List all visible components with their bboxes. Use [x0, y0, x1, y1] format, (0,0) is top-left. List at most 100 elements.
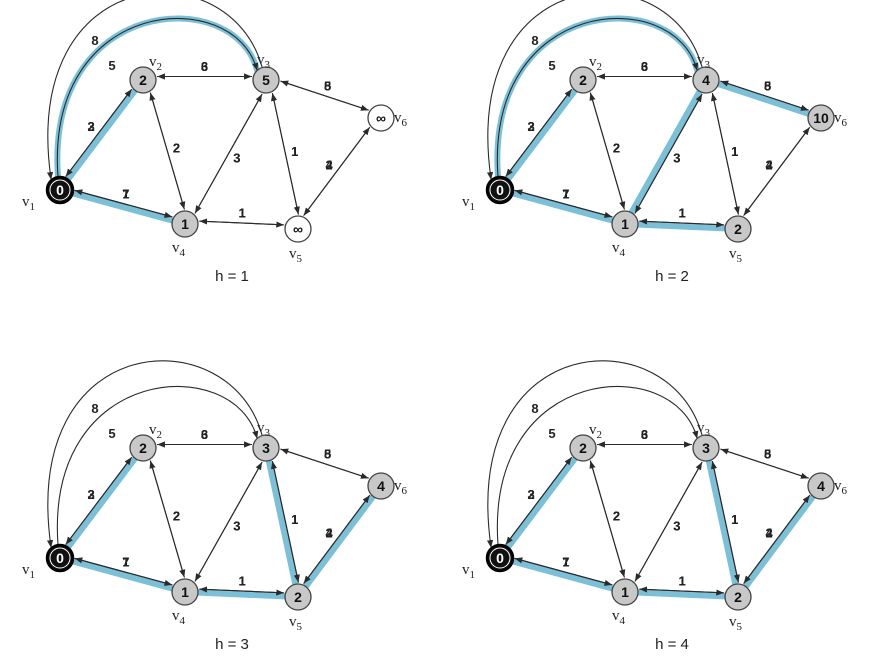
vertex-label-v2: v2 — [589, 54, 602, 73]
edge-v4-v1 — [74, 557, 173, 586]
weight-v4-v2: 2 — [613, 140, 620, 155]
edge-v5-v3 — [271, 461, 300, 583]
vertex-label-v1: v1 — [462, 562, 475, 581]
vertex-label-v3: v3 — [257, 52, 271, 71]
weight-v2-v1: 3 — [528, 487, 535, 502]
node-circle-v3 — [692, 434, 720, 462]
weight-v5-v3: 1 — [731, 144, 738, 159]
weight-v2-v1: 3 — [528, 119, 535, 134]
weight-v6-v5: 4 — [765, 526, 773, 541]
node-v6: 10 v6 — [807, 104, 848, 132]
node-ring-v1 — [489, 547, 511, 569]
edge-v1-v3 — [496, 18, 699, 178]
edge-v6-v3 — [720, 448, 809, 479]
tree-edge-layer — [504, 455, 817, 600]
distance-v4: 1 — [621, 216, 629, 232]
node-v6: 4 v6 — [807, 472, 848, 500]
vertex-label-v6: v6 — [834, 478, 848, 497]
distance-v5: 2 — [734, 589, 742, 605]
weight-v4-v1: 7 — [562, 554, 569, 569]
caption-h1: h = 1 — [215, 268, 249, 285]
weight-v3-v4: 3 — [673, 150, 680, 165]
caption-h4: h = 4 — [655, 636, 689, 653]
edge-v5-v3 — [711, 93, 740, 215]
caption-h2: h = 2 — [655, 268, 689, 285]
weight-v2-v3: 3 — [201, 59, 208, 74]
distance-v4: 1 — [621, 584, 629, 600]
node-circle-v2 — [569, 66, 597, 94]
weight-v3-v5: 1 — [291, 144, 298, 159]
edge-v6-v3 — [280, 80, 369, 111]
edge-v5-v3 — [271, 93, 300, 215]
node-circle-v6 — [807, 104, 835, 132]
weight-v1-v4: 1 — [562, 554, 569, 569]
weight-v5-v4: 1 — [238, 206, 245, 221]
vertex-label-v4: v4 — [612, 240, 626, 259]
distance-v6: 4 — [817, 478, 825, 494]
distance-v2: 2 — [139, 72, 147, 88]
weight-v2-v1: 3 — [88, 487, 95, 502]
tree-edge-layer — [494, 15, 812, 232]
distance-v3: 4 — [702, 72, 710, 88]
node-circle-v5 — [284, 215, 312, 243]
node-circle-v6 — [807, 472, 835, 500]
weight-v4-v1: 7 — [562, 186, 569, 201]
weight-v6-v5: 4 — [325, 158, 333, 173]
tree-edge-v3-v5 — [705, 457, 739, 588]
edge-v6-v5 — [303, 494, 371, 584]
tree-edge-v1-v2 — [64, 455, 139, 551]
weight-v5-v6: 2 — [765, 158, 772, 173]
weight-v2-v3: 3 — [201, 427, 208, 442]
weight-v3-v5: 1 — [291, 512, 298, 527]
weight-v3-v1: 8 — [91, 401, 98, 416]
edge-v4-v1 — [514, 557, 613, 586]
weight-v3-v2: 6 — [641, 59, 648, 74]
edge-v3-v4 — [194, 93, 263, 214]
edge-v6-v3 — [280, 448, 369, 479]
vertex-label-v4: v4 — [172, 608, 186, 627]
node-circle-v1 — [485, 543, 515, 573]
weight-v6-v3: 8 — [764, 447, 771, 462]
tree-edge-v1-v4 — [69, 190, 176, 224]
node-circle-v4 — [171, 578, 199, 606]
weight-v5-v4: 1 — [678, 206, 685, 221]
vertex-label-v2: v2 — [149, 54, 162, 73]
edge-v2-v1 — [65, 88, 133, 177]
weight-v1-v4: 1 — [122, 186, 129, 201]
weight-v2-v3: 3 — [641, 427, 648, 442]
weight-v5-v3: 1 — [731, 512, 738, 527]
weight-v3-v2: 6 — [201, 59, 208, 74]
node-v1: 0v1 — [22, 175, 75, 213]
weight-v4-v5: 1 — [678, 574, 685, 589]
tree-edge-v1-v4 — [509, 558, 616, 592]
edge-v4-v2 — [149, 460, 185, 578]
vertex-label-v1: v1 — [22, 562, 35, 581]
edge-v5-v3 — [711, 461, 740, 583]
weight-v3-v6: 5 — [764, 79, 771, 94]
vertex-label-v6: v6 — [394, 110, 408, 129]
weight-v5-v4: 1 — [238, 574, 245, 589]
distance-v1: 0 — [56, 550, 64, 566]
weight-v3-v4: 3 — [233, 518, 240, 533]
vertex-label-v6: v6 — [834, 110, 848, 129]
vertex-label-v6: v6 — [394, 478, 408, 497]
tree-edge-v1-v2 — [504, 455, 579, 551]
tree-edge-v1-v4 — [69, 558, 176, 592]
node-v2: 2v2 — [569, 54, 602, 94]
weight-v5-v6: 2 — [325, 158, 332, 173]
edge-v4-v1 — [514, 189, 613, 218]
weight-v2-v4: 2 — [173, 508, 180, 523]
node-circle-v5 — [284, 583, 312, 611]
distance-v6: 10 — [813, 110, 829, 126]
weight-v2-v4: 2 — [613, 140, 620, 155]
tree-edge-v5-v6 — [742, 493, 817, 590]
edge-v1-v3 — [496, 386, 699, 546]
tree-edge-v1-v2 — [64, 87, 139, 183]
distance-v2: 2 — [579, 440, 587, 456]
edge-v5-v4 — [639, 586, 725, 594]
